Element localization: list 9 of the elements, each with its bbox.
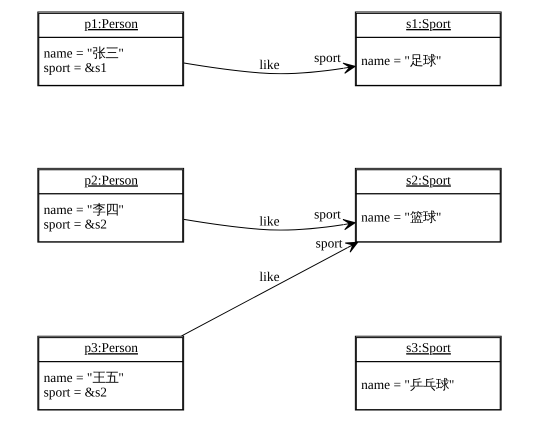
edge-label: like xyxy=(258,214,280,229)
label: sport xyxy=(315,235,342,250)
arrow xyxy=(180,242,358,337)
arrow xyxy=(182,218,356,231)
arrow xyxy=(182,62,356,74)
label: sport xyxy=(314,50,340,66)
label: sport xyxy=(314,206,340,222)
edge-label: like xyxy=(258,57,280,72)
edge-label: like xyxy=(258,269,280,284)
